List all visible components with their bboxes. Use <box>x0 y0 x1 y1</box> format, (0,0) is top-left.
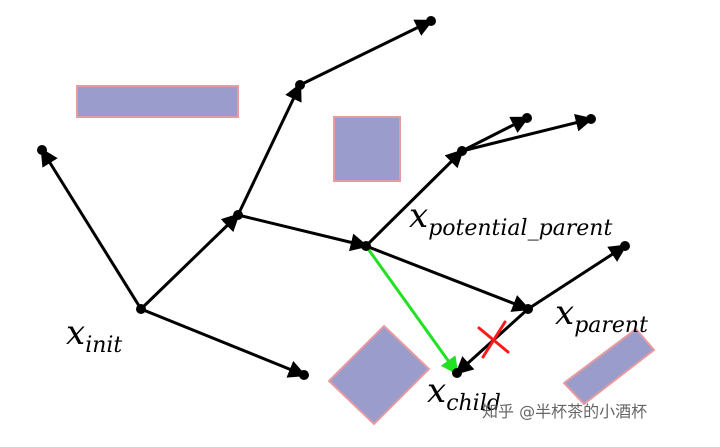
label-x-child: xchild <box>427 371 501 416</box>
watermark-text: 知乎 @半杯茶的小酒杯 <box>482 402 647 421</box>
node-potential-parent <box>361 241 371 251</box>
edge-potential-parent-to-child-rewired <box>364 245 459 376</box>
obstacle-top-left <box>76 85 239 118</box>
edge-parent-to-right-leaf <box>527 244 628 311</box>
edge-init-to-lower-right <box>140 307 307 378</box>
edge-upper-node-to-top-leaf <box>299 19 434 87</box>
edge-junction-to-potential-parent <box>237 213 369 252</box>
node-lower-right <box>299 370 309 380</box>
node-parent <box>523 304 533 314</box>
obstacle-bottom-right <box>562 327 656 406</box>
obstacle-bottom-center <box>327 324 431 426</box>
edge-init-to-junction <box>139 213 240 311</box>
node-top-leaf <box>426 16 436 26</box>
node-child <box>452 368 462 378</box>
label-x-init: xinit <box>66 313 122 358</box>
label-x-parent: xparent <box>555 293 648 338</box>
edge-potential-parent-to-branch <box>364 149 464 248</box>
edge-branch-to-leaf-a <box>461 116 530 153</box>
node-left-leaf <box>37 145 47 155</box>
node-branch <box>457 146 467 156</box>
node-leaf-b <box>586 114 596 124</box>
label-x-potential-parent: xpotential_parent <box>409 196 612 241</box>
edge-junction-to-upper-node <box>236 82 302 216</box>
removed-edge-mark <box>477 320 510 359</box>
edge-init-to-left-leaf <box>40 147 143 310</box>
node-leaf-a <box>522 113 532 123</box>
node-right-leaf <box>620 241 630 251</box>
node-init <box>136 304 146 314</box>
edge-branch-to-leaf-b <box>461 113 594 153</box>
node-upper <box>295 80 305 90</box>
edge-potential-parent-to-parent <box>365 244 531 312</box>
obstacle-square <box>333 116 401 182</box>
node-junction <box>233 210 243 220</box>
